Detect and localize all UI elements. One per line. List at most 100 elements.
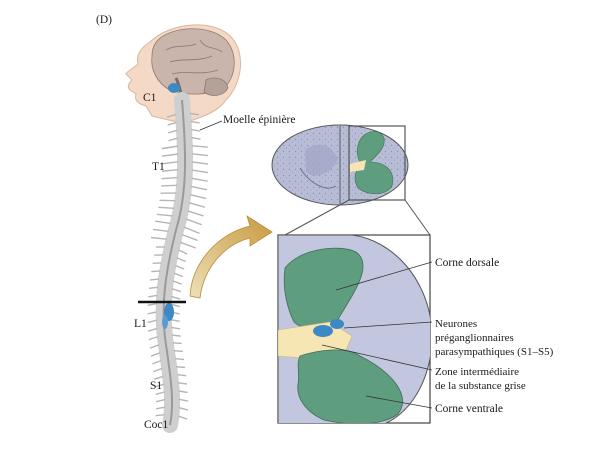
rib-tick [155,398,166,403]
rib-tick [187,210,204,217]
rib-tick [158,206,175,210]
rib-tick [152,228,169,232]
rib-tick [179,241,197,249]
rib-tick [148,335,159,341]
label-s1: S1 [150,380,162,392]
rib-tick [178,390,188,394]
rib-tick [148,286,159,290]
small-cross-section [271,124,409,206]
rib-tick [181,233,198,242]
intermediate-zone-shape [278,321,353,359]
rib-tick [149,344,160,349]
c1-highlight [168,83,180,93]
ventral-horn-shape [297,349,403,423]
label-intermediate-2: de la substance grise [435,380,526,392]
rib-tick [161,145,178,150]
preganglionic-neurons-2 [330,319,344,329]
label-l1: L1 [134,318,147,330]
rib-tick [172,280,182,285]
neurons-leader [343,321,433,329]
large-cross-section [277,234,431,424]
rib-tick [173,350,183,353]
rib-tick [178,398,189,402]
rib-tick [192,161,209,165]
sacral-highlight-2 [162,315,168,329]
ventral-horn-leader [365,395,433,409]
rib-tick [176,365,186,369]
rib-tick [154,383,165,388]
rib-tick [190,120,200,124]
rib-tick [177,374,187,377]
label-neurons-3: parasympathiques (S1–S5) [435,346,554,358]
rib-tick [148,294,158,298]
rib-tick [191,136,201,140]
rib-tick [147,302,157,307]
spinal-cord-line [162,99,187,426]
rib-tick [147,311,157,315]
rib-tick [168,137,178,142]
panel-label: (D) [96,14,112,26]
rib-tick [178,249,188,255]
label-coc1: Coc1 [144,419,169,431]
dorsal-horn-leader [335,261,433,291]
label-ventral-horn: Corne ventrale [435,403,503,415]
rib-tick [172,342,182,345]
rib-tick [170,318,180,323]
rib-tick [161,184,178,187]
rib-tick [153,367,163,373]
rib-tick [173,272,184,278]
rib-tick [150,352,161,357]
label-c1: C1 [143,92,157,104]
rib-tick [177,382,188,385]
preganglionic-neurons-1 [313,325,333,337]
zoom-line-right [404,199,431,236]
rib-tick [161,169,179,172]
rib-tick [191,177,208,182]
rib-tick [162,161,179,165]
rib-ticks [170,112,209,420]
rib-tick [191,153,209,157]
small-yellow-zone [350,160,366,172]
label-t1: T1 [152,161,165,173]
spinal-column [138,92,209,433]
intermediate-leader [321,344,433,371]
zoom-arrow [189,215,273,299]
rib-tick [183,226,200,235]
dorsal-horn-shape [283,247,364,330]
rib-tick [178,407,189,411]
rib-tick [150,236,167,240]
rib-tick [190,185,208,191]
rib-tick [155,220,171,225]
rib-tick [191,169,209,174]
rib-tick [171,288,182,293]
rib-tick [166,113,177,118]
rib-tick [171,326,181,330]
rib-tick [189,202,206,208]
rib-tick [167,121,177,126]
rib-tick [154,375,164,380]
rib-tick [170,303,180,308]
rib-tick [155,391,165,396]
rib-tick [171,295,181,300]
rib-tick [147,319,157,324]
rib-tick [155,406,166,410]
rib-tick [176,257,186,263]
rib-tick [191,144,208,148]
zoom-line-left [284,199,350,236]
rib-tick [161,153,179,157]
label-spinal-cord: Moelle épinière [223,114,295,126]
rib-tick [190,128,201,132]
rib-tick [167,129,178,134]
label-intermediate-1: Zone intermédiaire [435,366,519,378]
cerebellum [203,77,229,96]
rib-tick [175,357,185,361]
spinal-cord-leader [199,120,223,131]
rib-tick [147,327,158,332]
label-dorsal-horn: Corne dorsale [435,257,499,269]
rib-tick [175,264,185,270]
head [125,24,242,123]
rib-tick [152,359,162,365]
rib-tick [171,334,181,337]
